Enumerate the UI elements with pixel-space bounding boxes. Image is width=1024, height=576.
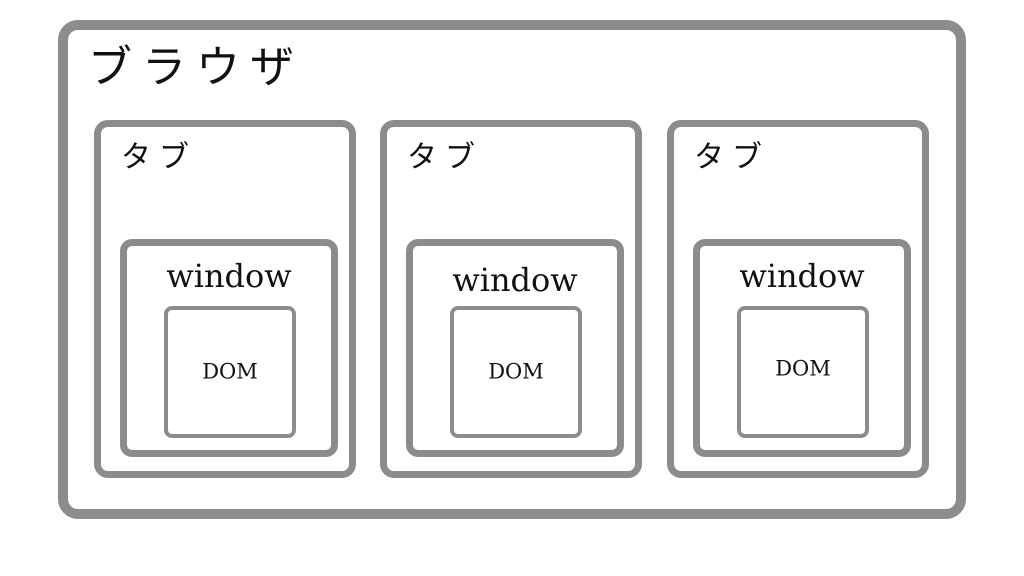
window-box: window DOM bbox=[693, 239, 911, 457]
tab-box-3: タブ window DOM bbox=[667, 120, 929, 478]
dom-box: DOM bbox=[450, 306, 582, 438]
tab-label: タブ bbox=[694, 140, 770, 175]
browser-label: ブラウザ bbox=[88, 42, 304, 93]
dom-box: DOM bbox=[737, 306, 869, 438]
window-label: window bbox=[452, 261, 578, 299]
window-label: window bbox=[166, 257, 292, 295]
tab-label: タブ bbox=[121, 140, 197, 175]
window-box: window DOM bbox=[120, 239, 338, 457]
window-box: window DOM bbox=[406, 239, 624, 457]
tab-box-2: タブ window DOM bbox=[380, 120, 642, 478]
dom-box: DOM bbox=[164, 306, 296, 438]
window-label: window bbox=[739, 257, 865, 295]
dom-label: DOM bbox=[488, 359, 544, 384]
tab-label: タブ bbox=[407, 140, 483, 175]
dom-label: DOM bbox=[775, 356, 831, 381]
dom-label: DOM bbox=[202, 359, 258, 384]
browser-box: ブラウザ タブ window DOM タブ window DOM タブ wind… bbox=[58, 20, 966, 519]
tab-box-1: タブ window DOM bbox=[94, 120, 356, 478]
